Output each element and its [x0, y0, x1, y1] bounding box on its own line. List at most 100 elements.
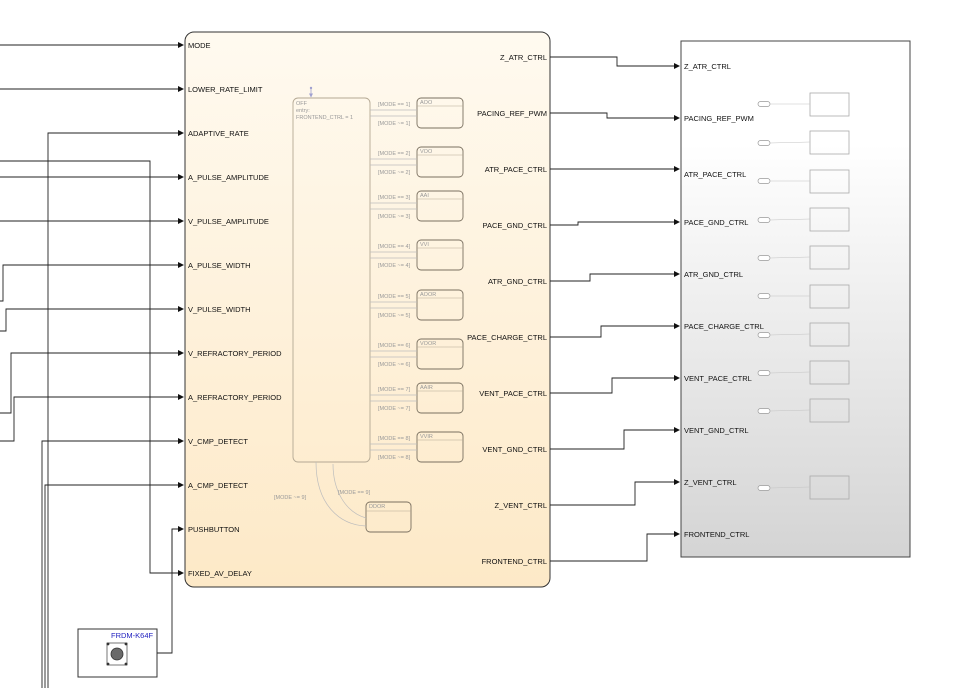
- hw-internal-block: [809, 207, 850, 232]
- output-wire-z-vent-ctrl[interactable]: [550, 479, 680, 506]
- mode-exit-condition: [MODE ~= 3]: [378, 214, 411, 220]
- mode-exit-condition: [MODE ~= 8]: [378, 455, 411, 461]
- input-wire[interactable]: [0, 262, 184, 302]
- mode-state-name: AOO: [420, 100, 433, 106]
- hw-input-port-z-atr-ctrl: Z_ATR_CTRL: [684, 62, 731, 71]
- mode-enter-condition: [MODE == 5]: [378, 294, 411, 300]
- mode-enter-condition: [MODE == 1]: [378, 102, 411, 108]
- hw-internal-block: [809, 169, 850, 194]
- hw-internal-block: [809, 322, 850, 347]
- mode-enter-condition: [MODE == 7]: [378, 387, 411, 393]
- hw-port-oval: [757, 140, 771, 146]
- output-wire-atr-gnd-ctrl[interactable]: [550, 271, 680, 282]
- hw-port-oval: [757, 178, 771, 184]
- output-port-vent-pace-ctrl: VENT_PACE_CTRL: [479, 389, 547, 398]
- input-port-v-pulse-width: V_PULSE_WIDTH: [188, 305, 251, 314]
- output-wire-vent-gnd-ctrl[interactable]: [550, 427, 680, 450]
- input-wire[interactable]: [0, 394, 184, 442]
- output-wire-frontend-ctrl[interactable]: [550, 531, 680, 562]
- mode-state-name: VOOR: [420, 341, 436, 347]
- mode-exit-condition: [MODE ~= 2]: [378, 170, 411, 176]
- output-port-pace-charge-ctrl: PACE_CHARGE_CTRL: [467, 333, 547, 342]
- input-wire[interactable]: [0, 306, 184, 332]
- input-wire[interactable]: [44, 482, 184, 688]
- ddor-enter-condition: [MODE == 9]: [338, 490, 371, 496]
- output-wire-vent-pace-ctrl[interactable]: [550, 375, 680, 394]
- ddor-state[interactable]: [365, 501, 412, 533]
- hw-input-port-vent-gnd-ctrl: VENT_GND_CTRL: [684, 426, 749, 435]
- pushbutton-icon: [106, 642, 128, 666]
- stateflow-diagram: OFF entry: FRONTEND_CTRL = 1 AOO[MODE ==…: [274, 86, 464, 533]
- hw-port-oval: [757, 217, 771, 223]
- mode-state-vvir[interactable]: VVIR[MODE == 8][MODE ~= 8]: [370, 431, 464, 463]
- hw-internal-block: [809, 360, 850, 385]
- input-port-a-pulse-amplitude: A_PULSE_AMPLITUDE: [188, 173, 269, 182]
- output-wire-z-atr-ctrl[interactable]: [550, 56, 680, 69]
- mode-state-name: VVI: [420, 242, 429, 248]
- hardware-subsystem-block[interactable]: [680, 40, 911, 558]
- hw-internal-block: [809, 245, 850, 270]
- off-state[interactable]: [292, 97, 371, 463]
- mode-state-aai[interactable]: AAI [MODE == 3] [MODE ~= 3]: [370, 190, 464, 222]
- output-port-atr-gnd-ctrl: ATR_GND_CTRL: [488, 277, 547, 286]
- input-wire[interactable]: [0, 350, 184, 414]
- mode-exit-condition: [MODE ~= 6]: [378, 362, 411, 368]
- frdm-board-block[interactable]: FRDM-K64F: [77, 628, 158, 678]
- input-wire[interactable]: [47, 130, 184, 688]
- mode-state-name: AAI: [420, 193, 429, 199]
- output-wire-pace-gnd-ctrl[interactable]: [550, 219, 680, 226]
- chart-input-ports: MODE LOWER_RATE_LIMIT ADAPTIVE_RATE A_PULSE…: [188, 41, 282, 578]
- input-port-fixed-av-delay: FIXED_AV_DELAY: [188, 569, 252, 578]
- ddor-state-name: DDOR: [369, 504, 385, 510]
- output-wire-pacing-ref-pwm[interactable]: [550, 112, 680, 121]
- mode-state-name: AOOR: [420, 292, 436, 298]
- mode-enter-condition: [MODE == 3]: [378, 195, 411, 201]
- input-wire[interactable]: [157, 526, 184, 654]
- mode-state-name: VOO: [420, 149, 433, 155]
- mode-exit-condition: [MODE ~= 1]: [378, 121, 411, 127]
- controller-chart-block[interactable]: [184, 31, 551, 588]
- output-wire-pace-charge-ctrl[interactable]: [550, 323, 680, 338]
- hw-internal-block: [809, 284, 850, 309]
- hw-input-port-pace-charge-ctrl: PACE_CHARGE_CTRL: [684, 322, 764, 331]
- mode-state-name: AAIR: [420, 385, 433, 391]
- mode-exit-condition: [MODE ~= 4]: [378, 263, 411, 269]
- hw-input-port-pacing-ref-pwm: PACING_REF_PWM: [684, 114, 754, 123]
- output-port-z-atr-ctrl: Z_ATR_CTRL: [500, 53, 547, 62]
- input-port-a-pulse-width: A_PULSE_WIDTH: [188, 261, 251, 270]
- input-port-pushbutton: PUSHBUTTON: [188, 525, 240, 534]
- hw-input-port-atr-gnd-ctrl: ATR_GND_CTRL: [684, 270, 743, 279]
- hw-input-port-pace-gnd-ctrl: PACE_GND_CTRL: [684, 218, 748, 227]
- mode-exit-condition: [MODE ~= 7]: [378, 406, 411, 412]
- input-port-mode: MODE: [188, 41, 211, 50]
- hw-internal-block: [809, 92, 850, 117]
- mode-state-voor[interactable]: VOOR [MODE == 6] [MODE ~= 6]: [370, 338, 464, 370]
- hw-internal-block: [809, 398, 850, 423]
- input-wire[interactable]: [0, 160, 184, 576]
- hw-input-port-atr-pace-ctrl: ATR_PACE_CTRL: [684, 170, 746, 179]
- output-port-pacing-ref-pwm: PACING_REF_PWM: [477, 109, 547, 118]
- input-port-a-cmp-detect: A_CMP_DETECT: [188, 481, 248, 490]
- hw-internal-block: [809, 130, 850, 155]
- mode-enter-condition: [MODE == 6]: [378, 343, 411, 349]
- mode-state-voo[interactable]: VOO [MODE == 2] [MODE ~= 2]: [370, 146, 464, 178]
- input-port-adaptive-rate: ADAPTIVE_RATE: [188, 129, 249, 138]
- mode-state-vvi[interactable]: VVI [MODE == 4] [MODE ~= 4]: [370, 239, 464, 271]
- mode-exit-condition: [MODE ~= 5]: [378, 313, 411, 319]
- mode-state-aoor[interactable]: AOOR [MODE == 5] [MODE ~= 5]: [370, 289, 464, 321]
- hardware-internal-blocks: [757, 92, 850, 500]
- input-wire[interactable]: [41, 438, 184, 688]
- board-label: FRDM-K64F: [111, 631, 154, 640]
- output-port-frontend-ctrl: FRONTEND_CTRL: [482, 557, 547, 566]
- hw-input-port-frontend-ctrl: FRONTEND_CTRL: [684, 530, 749, 539]
- mode-state-aoo[interactable]: AOO [MODE == 1] [MODE ~= 1]: [370, 97, 464, 129]
- mode-enter-condition: [MODE == 4]: [378, 244, 411, 250]
- mode-state-name: VVIR: [420, 434, 433, 440]
- mode-enter-condition: [MODE == 2]: [378, 151, 411, 157]
- input-port-lower-rate-limit: LOWER_RATE_LIMIT: [188, 85, 263, 94]
- hw-port-oval: [757, 370, 771, 376]
- hw-port-oval: [757, 255, 771, 261]
- mode-state-aair[interactable]: AAIR [MODE == 7] [MODE ~= 7]: [370, 382, 464, 414]
- hw-port-oval: [757, 485, 771, 491]
